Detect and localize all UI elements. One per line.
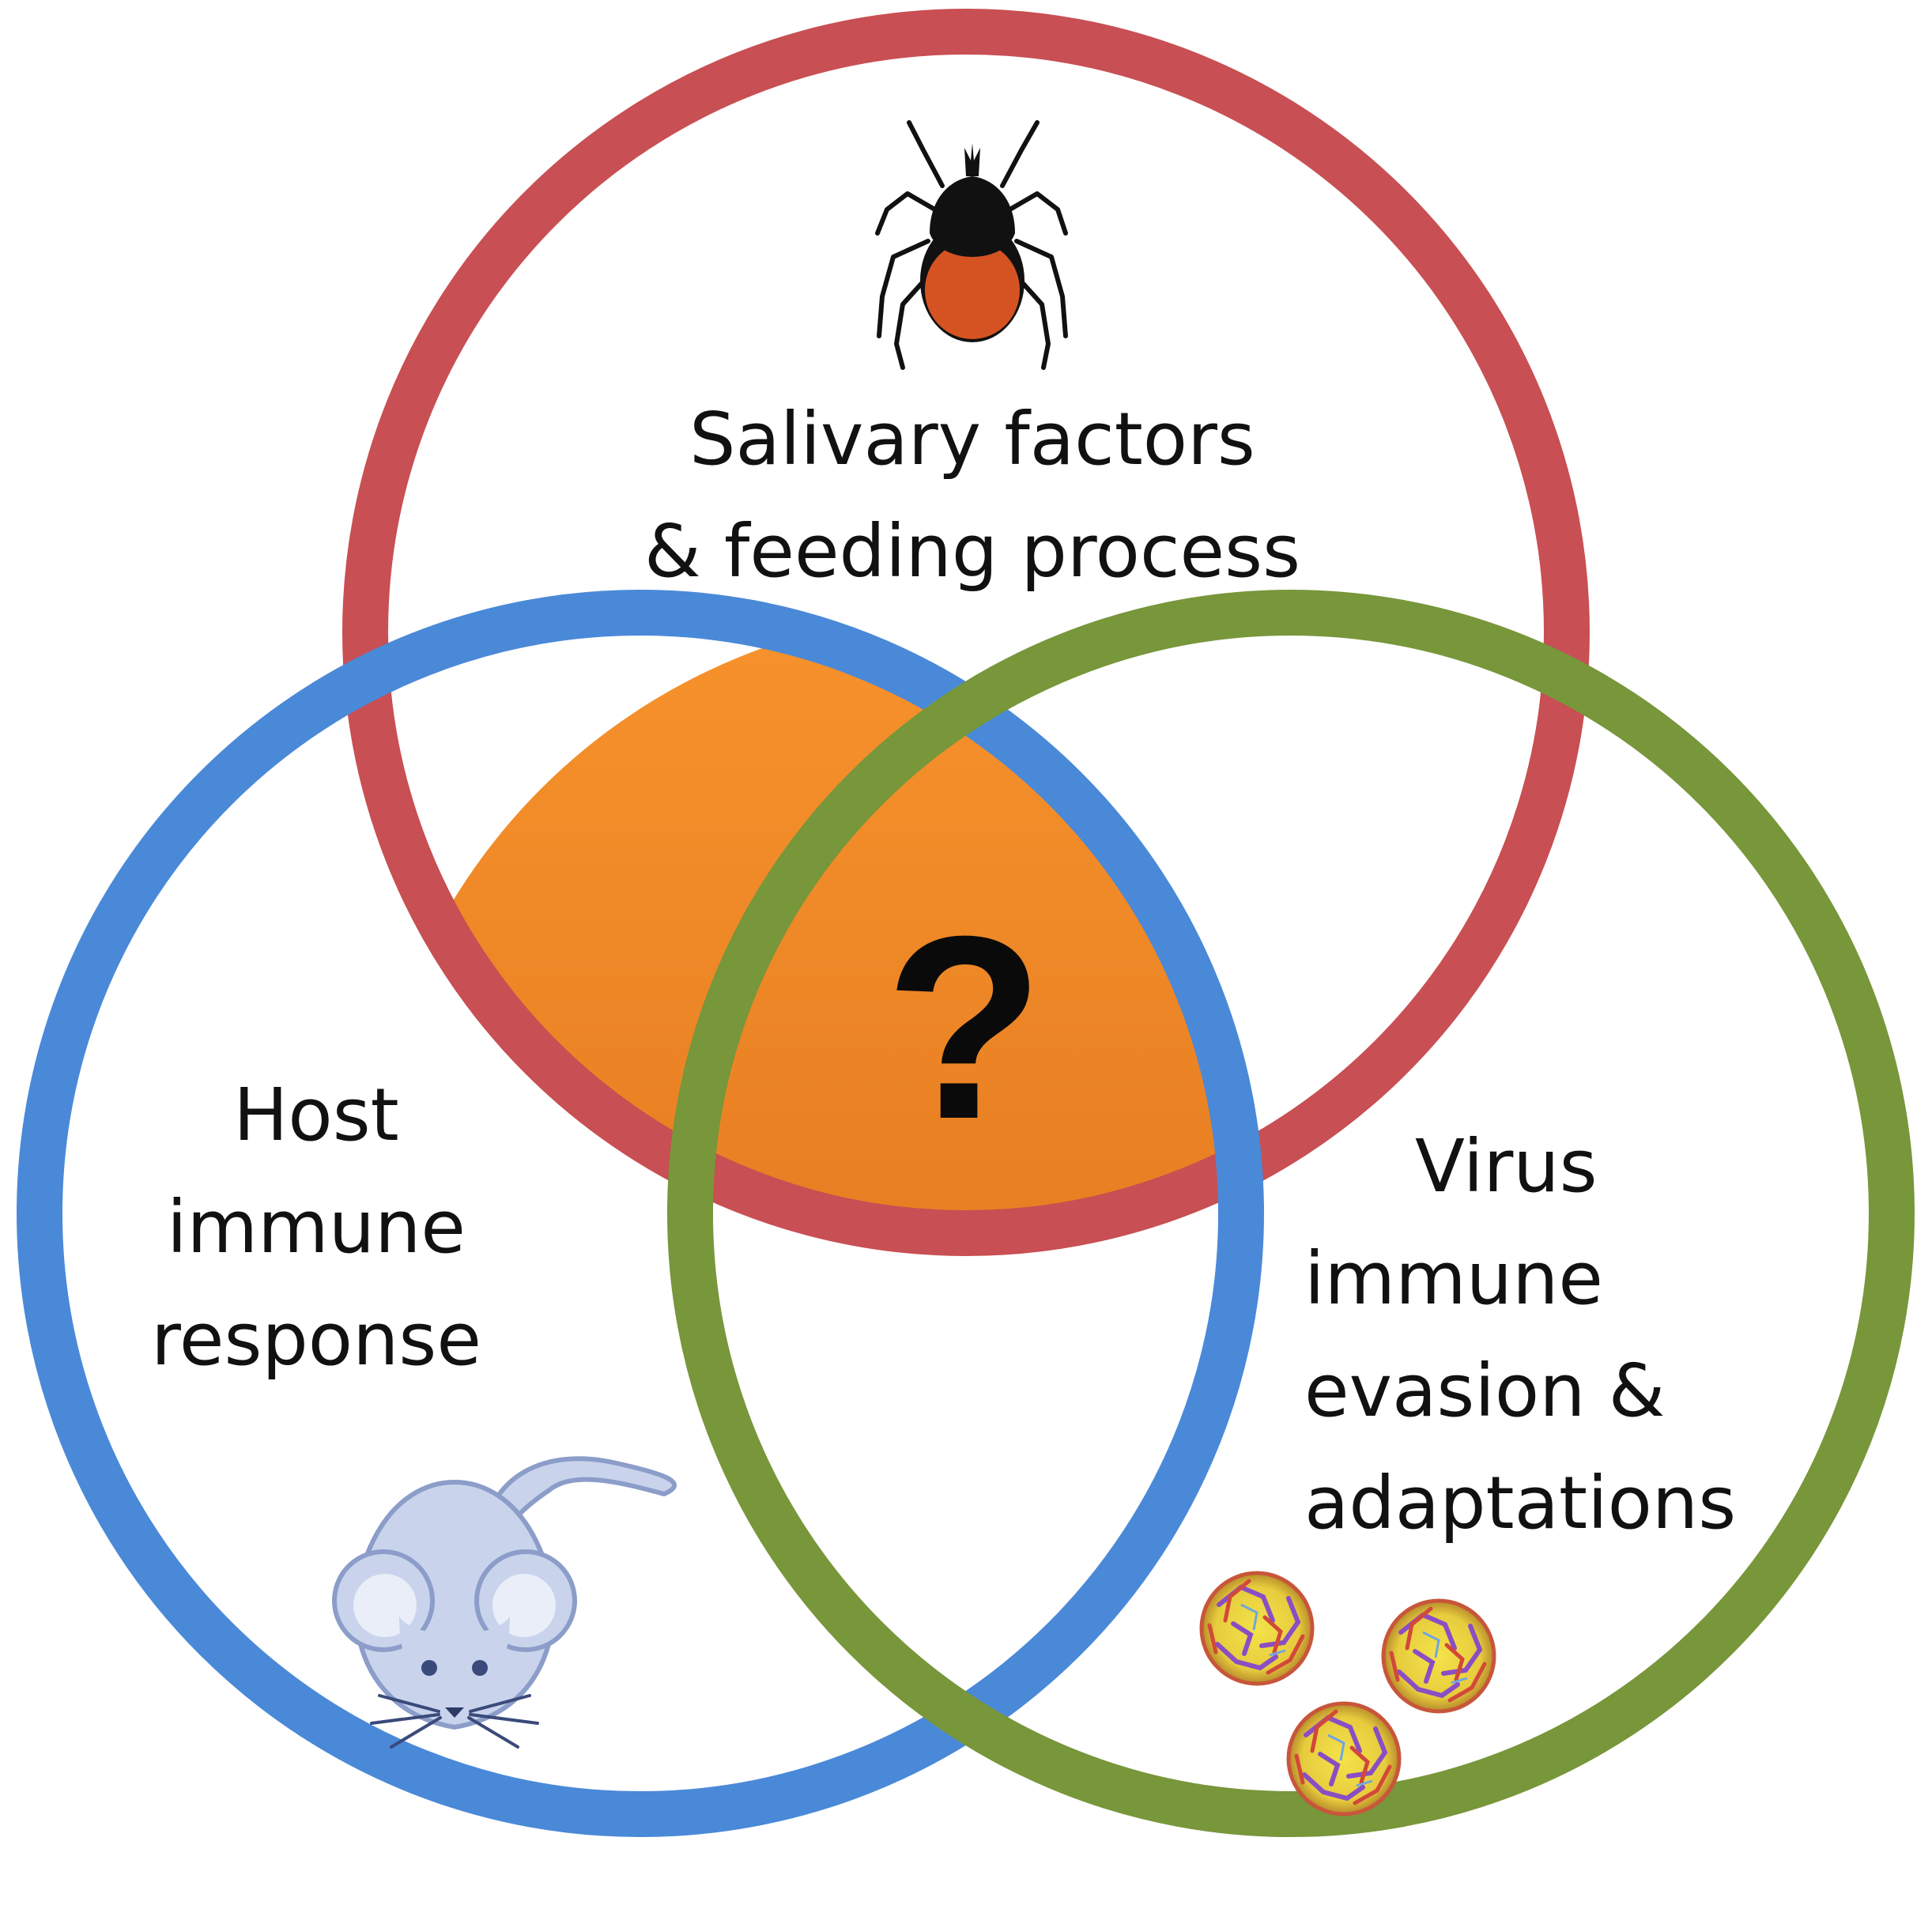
virus-label-line-1: Virus bbox=[1415, 1124, 1598, 1209]
question-mark: ? bbox=[885, 881, 1044, 1173]
host-label-line-2: immune bbox=[166, 1185, 466, 1270]
host-label-line-3: response bbox=[151, 1297, 481, 1382]
host-label-line-1: Host bbox=[233, 1073, 399, 1157]
salivary-factors-label: Salivary factors & feeding process bbox=[617, 383, 1328, 608]
virus-evasion-circle bbox=[667, 590, 1915, 1837]
virus-particle bbox=[1289, 1703, 1399, 1814]
host-immune-circle bbox=[17, 590, 1264, 1837]
virus-immune-evasion-label: Virus immune evasion & adaptations bbox=[1304, 1111, 1779, 1560]
virus-label-line-3: evasion & bbox=[1304, 1349, 1666, 1433]
tick-icon bbox=[875, 120, 1068, 370]
salivary-factors-circle bbox=[342, 9, 1590, 1256]
virus-label-line-4: adaptations bbox=[1304, 1461, 1737, 1545]
host-immune-response-label: Host immune response bbox=[119, 1059, 514, 1396]
virus-particle bbox=[1202, 1573, 1312, 1684]
salivary-label-line-2: & feeding process bbox=[643, 509, 1301, 594]
mouse-icon bbox=[332, 1456, 677, 1749]
virus-label-line-2: immune bbox=[1304, 1236, 1604, 1321]
virus-particle bbox=[1383, 1601, 1494, 1711]
salivary-label-line-1: Salivary factors bbox=[689, 397, 1255, 481]
